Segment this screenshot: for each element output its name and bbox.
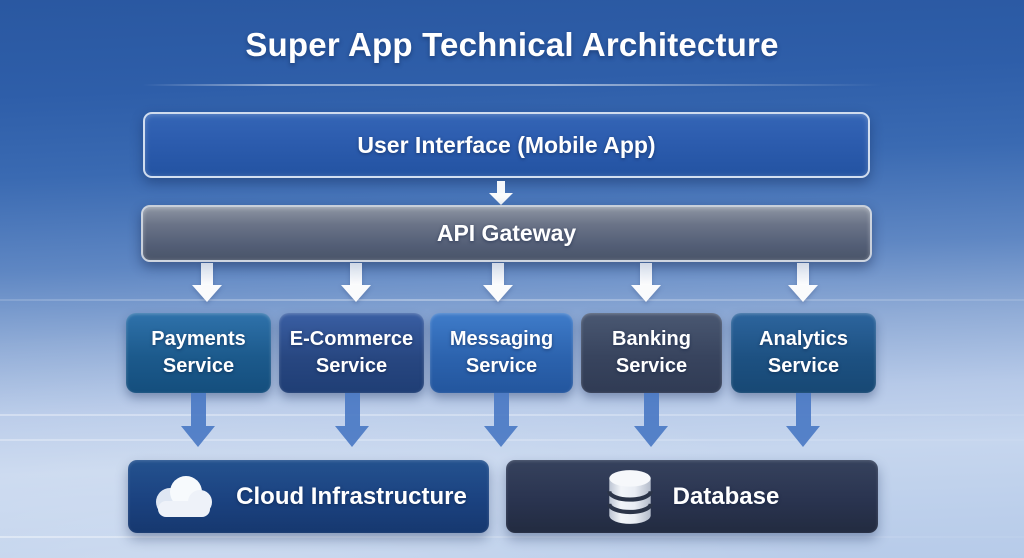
node-messaging-service: Messaging Service (430, 313, 573, 393)
node-label: Cloud Infrastructure (236, 482, 467, 510)
node-analytics-service: Analytics Service (731, 313, 876, 393)
node-user-interface: User Interface (Mobile App) (143, 112, 870, 178)
background-streak (0, 414, 1024, 416)
divider-line (142, 84, 882, 86)
page-title: Super App Technical Architecture (245, 26, 779, 63)
node-label-line2: Service (315, 355, 388, 377)
background-streak (0, 536, 1024, 538)
node-label-line2: Service (767, 355, 840, 377)
node-banking-service: Banking Service (581, 313, 722, 393)
node-cloud-infrastructure: Cloud Infrastructure (128, 460, 489, 533)
node-label-line1: Payments (151, 328, 246, 350)
node-payments-service: Payments Service (126, 313, 271, 393)
node-label-line1: Banking (612, 328, 691, 350)
node-label: Database (672, 482, 780, 510)
node-label-line2: Service (162, 355, 235, 377)
node-label-line2: Service (465, 355, 538, 377)
node-label-line1: Analytics (759, 328, 848, 350)
node-ecommerce-service: E-Commerce Service (279, 313, 424, 393)
node-label-line1: E-Commerce (289, 328, 414, 350)
database-icon (605, 467, 655, 527)
node-api-gateway: API Gateway (141, 205, 872, 262)
node-label-line1: Messaging (449, 328, 554, 350)
node-label-line2: Service (615, 355, 688, 377)
node-label: User Interface (Mobile App) (357, 131, 656, 158)
background-streak (0, 299, 1024, 301)
background-streak (0, 439, 1024, 441)
node-database: Database (506, 460, 878, 533)
cloud-icon (150, 474, 218, 520)
node-label: API Gateway (436, 220, 577, 246)
